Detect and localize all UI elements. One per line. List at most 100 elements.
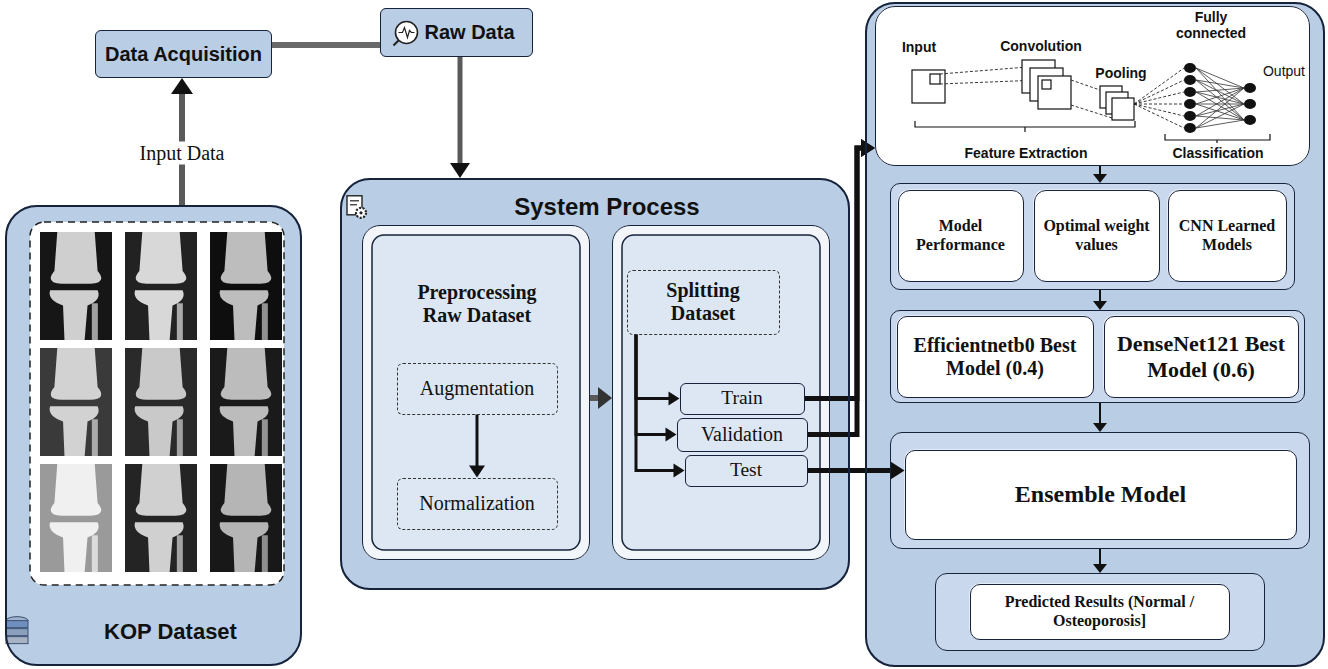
network-line bbox=[1196, 88, 1244, 116]
text-slot: CNN Learned Models bbox=[1175, 217, 1280, 254]
inner-panel bbox=[372, 235, 580, 550]
node-fill bbox=[1034, 190, 1160, 282]
text-slot: Feature Extraction bbox=[956, 145, 1096, 161]
node-label: Optimal weight values bbox=[1041, 217, 1153, 254]
network-line bbox=[1196, 104, 1244, 105]
tibia-shape bbox=[220, 522, 269, 572]
xray-ground bbox=[125, 232, 197, 340]
tibia-shape bbox=[50, 522, 99, 572]
node-fill bbox=[897, 316, 1094, 398]
text-slot: Optimal weight values bbox=[1041, 217, 1153, 254]
text-slot: Data Acquisition bbox=[105, 43, 262, 66]
ensemble-box: Ensemble Model bbox=[905, 450, 1297, 540]
connector-line bbox=[636, 335, 675, 471]
xray-image bbox=[125, 464, 197, 572]
model-box: Efficientnetb0 Best Model (0.4) bbox=[897, 316, 1094, 398]
dataset-panel: KOP Dataset bbox=[5, 205, 302, 666]
model-panel: InputConvolutionPoolingFully connectedOu… bbox=[865, 2, 1325, 667]
network-line bbox=[1134, 104, 1184, 105]
femur-shape bbox=[221, 232, 272, 284]
output-dot bbox=[1244, 99, 1256, 109]
network-line bbox=[1196, 80, 1244, 120]
output-dot bbox=[1244, 115, 1256, 125]
network-line bbox=[1134, 92, 1184, 104]
edge-label: Input Data bbox=[136, 142, 229, 165]
fibula-shape bbox=[262, 419, 268, 456]
arrowhead bbox=[450, 163, 470, 178]
arrowhead bbox=[666, 428, 677, 442]
fibula-shape bbox=[262, 535, 268, 572]
data-icon bbox=[393, 22, 417, 46]
xray-image bbox=[210, 464, 282, 572]
connector-line bbox=[808, 148, 863, 435]
neuron-dot bbox=[1184, 63, 1196, 73]
fibula-shape bbox=[92, 419, 98, 456]
document-line bbox=[350, 200, 359, 201]
connector-line bbox=[272, 42, 380, 48]
text-slot: Normalization bbox=[419, 492, 535, 515]
panel-label: KOP Dataset bbox=[37, 619, 304, 644]
node-fill bbox=[5, 205, 302, 666]
node-label: Ensemble Model bbox=[1015, 481, 1186, 509]
text-slot: Test bbox=[730, 459, 762, 481]
femur-shape bbox=[136, 348, 187, 400]
arrowhead bbox=[171, 78, 193, 94]
feature-window bbox=[1042, 80, 1051, 89]
arrowhead bbox=[1093, 564, 1107, 573]
connector bbox=[636, 335, 677, 442]
node-fill bbox=[95, 30, 272, 78]
database-icon bbox=[6, 617, 28, 644]
panel-label: Output bbox=[1258, 63, 1310, 79]
xray-ground bbox=[210, 348, 282, 456]
splitting-panel: Splitting DatasetTrainValidationTest bbox=[612, 225, 830, 560]
femur-shape bbox=[51, 464, 102, 516]
text-slot: Model Performance bbox=[905, 217, 1017, 254]
text-slot: Train bbox=[721, 387, 763, 409]
node-label: Splitting Dataset bbox=[634, 279, 773, 325]
node-label: Raw Data bbox=[424, 21, 514, 44]
process-box: Data Acquisition bbox=[95, 30, 272, 78]
node-fill bbox=[865, 2, 1325, 667]
text-slot: Splitting Dataset bbox=[634, 279, 773, 325]
tibia-shape bbox=[135, 522, 184, 572]
text-slot: Predicted Results (Normal / Osteoporosis… bbox=[997, 593, 1202, 630]
input-map bbox=[912, 70, 945, 103]
neuron-dot bbox=[1184, 75, 1196, 85]
metric-box: Model Performance bbox=[898, 190, 1024, 282]
text-slot: Convolution bbox=[991, 38, 1091, 54]
database-disk bbox=[6, 621, 28, 628]
metric-box: CNN Learned Models bbox=[1168, 190, 1287, 282]
node-label: Normalization bbox=[419, 492, 535, 515]
tibia-shape bbox=[50, 406, 99, 456]
panel-label: Preprocessing Raw Dataset bbox=[403, 281, 551, 327]
arrowhead bbox=[861, 139, 875, 157]
xray-image bbox=[125, 232, 197, 340]
fibula-shape bbox=[177, 303, 183, 340]
ensemble-panel: Ensemble Model bbox=[890, 432, 1310, 549]
connector bbox=[590, 387, 612, 409]
arrowhead bbox=[669, 392, 680, 406]
node-fill bbox=[1168, 190, 1287, 282]
bracket bbox=[1165, 134, 1270, 143]
text-slot: Augmentation bbox=[420, 377, 534, 400]
neuron-dot bbox=[1184, 87, 1196, 97]
fibula-shape bbox=[262, 303, 268, 340]
step-box: Splitting Dataset bbox=[627, 270, 780, 335]
output-dot bbox=[1244, 83, 1256, 93]
femur-shape bbox=[51, 232, 102, 284]
connector bbox=[1093, 549, 1107, 573]
image-frame bbox=[30, 222, 284, 585]
output-panel: Model Performance Optimal weight values CN… bbox=[890, 183, 1295, 290]
panel-label: Feature Extraction bbox=[956, 145, 1096, 161]
text-slot: Classification bbox=[1166, 145, 1270, 161]
xray-ground bbox=[125, 348, 197, 456]
node-label: Predicted Results (Normal / Osteoporosis… bbox=[997, 593, 1202, 630]
node-fill bbox=[898, 190, 1024, 282]
document-shape bbox=[347, 196, 362, 215]
xray-ground bbox=[40, 464, 112, 572]
tibia-shape bbox=[135, 406, 184, 456]
fibula-shape bbox=[92, 535, 98, 572]
connector-line bbox=[805, 148, 863, 399]
node-fill bbox=[905, 450, 1297, 540]
node-label: Test bbox=[730, 459, 762, 481]
